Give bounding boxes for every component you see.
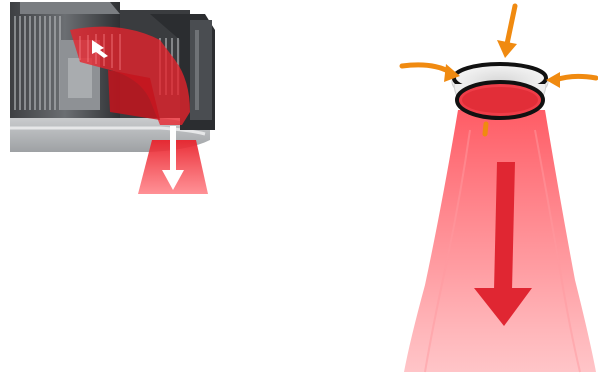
inflow-arrow-right-icon	[556, 76, 596, 80]
inflow-arrowhead-right-icon	[546, 72, 560, 88]
inflow-mark-icon	[485, 124, 486, 134]
nozzle-ring-icon	[452, 64, 548, 118]
fan-unit-illustration	[10, 2, 215, 194]
inflow-arrow-left-icon	[402, 65, 450, 72]
inflow-arrow-top-icon	[507, 6, 515, 44]
nozzle-illustration	[402, 6, 596, 372]
inflow-arrowhead-top-icon	[497, 40, 517, 58]
